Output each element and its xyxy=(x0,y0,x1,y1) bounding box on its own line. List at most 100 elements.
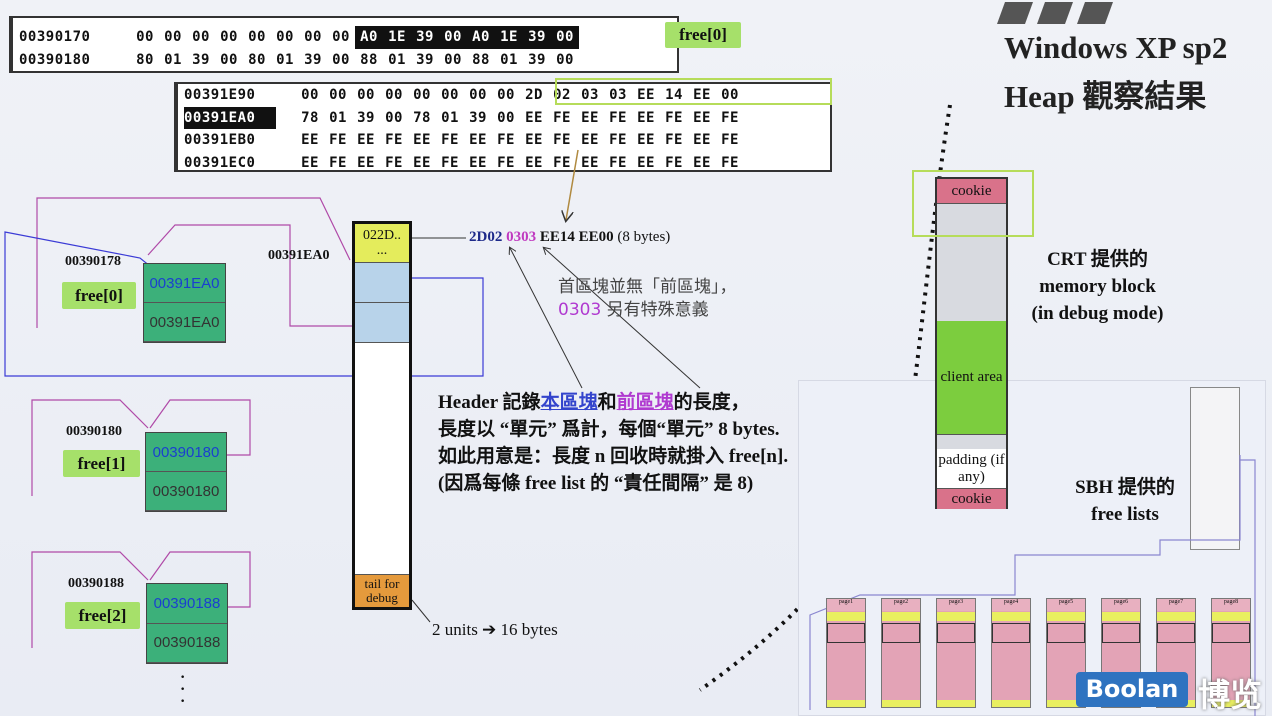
sbh-page: page8 xyxy=(1211,598,1251,708)
hex-byte: FE xyxy=(553,154,571,171)
hex-byte: 39 xyxy=(469,109,487,126)
hex-byte: EE xyxy=(413,132,431,148)
sbh-header-table xyxy=(1190,387,1240,550)
hex-byte: EE xyxy=(581,109,599,126)
hex-byte: 00 xyxy=(192,29,210,45)
freelist-node: 00390180 00390180 xyxy=(145,432,227,512)
block-next-cell xyxy=(355,263,409,303)
header-highlight xyxy=(555,78,832,105)
hex-byte: 01 xyxy=(388,51,406,68)
hex-byte: 01 xyxy=(441,109,459,126)
hex-address: 00390180 xyxy=(19,51,91,68)
free0-tag: free[0] xyxy=(665,22,741,48)
hex-byte: 00 xyxy=(332,51,350,68)
page-links xyxy=(882,623,920,643)
hex-address: 00391E90 xyxy=(184,87,256,103)
hex-byte: EE xyxy=(525,132,543,148)
hex-byte: FE xyxy=(553,132,571,148)
crt-cookie-bottom: cookie xyxy=(937,489,1006,509)
hex-byte: 03 xyxy=(609,87,627,103)
block-prev-cell xyxy=(355,303,409,343)
page-footer xyxy=(992,700,1030,707)
hex-address: 00391EC0 xyxy=(184,154,256,171)
crt-client-area: client area xyxy=(937,321,1006,435)
hex-byte: 01 xyxy=(276,51,294,68)
block-tail: tail for debug xyxy=(355,574,409,607)
boolan-logo: Boolan xyxy=(1076,672,1188,707)
hex-byte: 00 xyxy=(301,87,319,103)
hex-byte: 01 xyxy=(329,109,347,126)
hex-byte: 39 xyxy=(304,51,322,68)
heap-block: 022D..... tail for debug xyxy=(352,221,412,610)
hex-byte: FE xyxy=(441,154,459,171)
hex-byte: A0 xyxy=(467,26,495,49)
hex-byte: 39 xyxy=(357,109,375,126)
hex-byte: FE xyxy=(665,132,683,148)
page-links xyxy=(1102,623,1140,643)
crt-highlight xyxy=(912,170,1034,237)
free1-label: free[1] xyxy=(63,450,140,477)
hex-byte: FE xyxy=(385,154,403,171)
hex-byte: 80 xyxy=(248,51,266,68)
hex-byte: EE xyxy=(357,132,375,148)
title-stripes-icon xyxy=(997,2,1113,24)
hex-byte: 00 xyxy=(304,29,322,45)
block-header: 022D..... xyxy=(355,224,409,263)
free2-label: free[2] xyxy=(65,602,140,629)
hex-byte: 00 xyxy=(441,87,459,103)
hex-address: 00390170 xyxy=(19,29,91,45)
hex-byte: 00 xyxy=(413,87,431,103)
units-note: 2 units ➔ 16 bytes xyxy=(432,620,558,639)
page-label: page4 xyxy=(992,599,1030,611)
hex-byte: 00 xyxy=(497,87,515,103)
page-header xyxy=(827,612,865,621)
freelist-node: 00391EA0 00391EA0 xyxy=(143,263,226,343)
page-links xyxy=(992,623,1030,643)
sbh-page: page3 xyxy=(936,598,976,708)
hex-address: 00391EB0 xyxy=(184,132,256,148)
hex-byte: 00 xyxy=(248,29,266,45)
hex-byte: EE xyxy=(637,132,655,148)
page-footer xyxy=(882,700,920,707)
hex-byte: 03 xyxy=(581,87,599,103)
hex-byte: 1E xyxy=(495,26,523,49)
hex-byte: 00 xyxy=(329,87,347,103)
page-header xyxy=(992,612,1030,621)
hex-byte: FE xyxy=(665,109,683,126)
hex-byte: EE xyxy=(693,132,711,148)
page-links xyxy=(1157,623,1195,643)
page-label: page6 xyxy=(1102,599,1140,611)
slide-title-line2: Heap 觀察結果 xyxy=(1004,79,1207,114)
page-header xyxy=(937,612,975,621)
hex-byte: 00 xyxy=(164,29,182,45)
crt-cookie-top: cookie xyxy=(937,179,1006,204)
next-pointer: 00390180 xyxy=(146,433,226,472)
page-links xyxy=(937,623,975,643)
freelist-addr: 00390178 xyxy=(65,254,121,269)
hex-byte: FE xyxy=(441,132,459,148)
hex-byte: EE xyxy=(469,154,487,171)
page-links xyxy=(1212,623,1250,643)
hex-byte: FE xyxy=(553,109,571,126)
hex-byte: EE xyxy=(357,154,375,171)
boolan-logo-cn: 博览 xyxy=(1198,677,1263,713)
prev-pointer: 00391EA0 xyxy=(144,303,225,342)
sbh-page: page2 xyxy=(881,598,921,708)
hex-byte: EE xyxy=(693,154,711,171)
sbh-page: page4 xyxy=(991,598,1031,708)
crt-memory-block: cookie client area padding (if any) cook… xyxy=(935,177,1008,509)
hex-byte: EE xyxy=(525,109,543,126)
hex-byte: FE xyxy=(385,132,403,148)
hex-byte: 01 xyxy=(500,51,518,68)
sbh-page: page1 xyxy=(826,598,866,708)
page-footer xyxy=(1047,700,1085,707)
header-bytes: 2D02 0303 EE14 EE00 (8 bytes) xyxy=(469,229,671,245)
hex-byte: 39 xyxy=(411,26,439,49)
hex-byte: 00 xyxy=(497,109,515,126)
